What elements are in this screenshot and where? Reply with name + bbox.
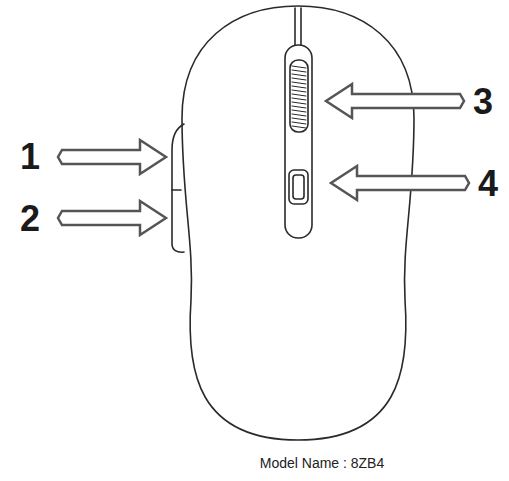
wheel-knurl — [292, 70, 306, 72]
wheel-knurl — [292, 66, 306, 68]
mouse-body — [182, 6, 414, 440]
wheel-knurl — [292, 122, 306, 124]
side-button — [172, 124, 184, 252]
wheel-knurl — [292, 78, 306, 80]
wheel-knurl — [292, 74, 306, 76]
scroll-wheel — [290, 60, 308, 132]
button-strip — [285, 45, 312, 238]
dpi-button — [289, 170, 308, 204]
callout-arrow — [58, 140, 166, 174]
callout-number: 1 — [20, 139, 40, 175]
side-button-divider — [172, 189, 181, 191]
wheel-knurl — [292, 102, 306, 104]
wheel-knurl — [292, 82, 306, 84]
dpi-button-inner — [293, 175, 304, 199]
wheel-knurl — [292, 126, 306, 128]
cord-seam — [294, 8, 296, 45]
wheel-knurl — [292, 114, 306, 116]
callout-number: 3 — [473, 84, 493, 120]
wheel-knurl — [292, 90, 306, 92]
callout-arrow — [331, 166, 469, 200]
wheel-knurl — [292, 110, 306, 112]
callout-number: 2 — [20, 201, 40, 237]
callout-arrow — [326, 84, 464, 118]
callout-number: 4 — [478, 166, 498, 202]
wheel-knurl — [292, 86, 306, 88]
callout-arrow — [58, 201, 166, 235]
wheel-knurl — [292, 118, 306, 120]
model-name: Model Name : 8ZB4 — [260, 456, 385, 470]
cord-seam — [300, 8, 302, 45]
wheel-knurl — [292, 106, 306, 108]
wheel-knurl — [292, 98, 306, 100]
wheel-knurl — [292, 94, 306, 96]
